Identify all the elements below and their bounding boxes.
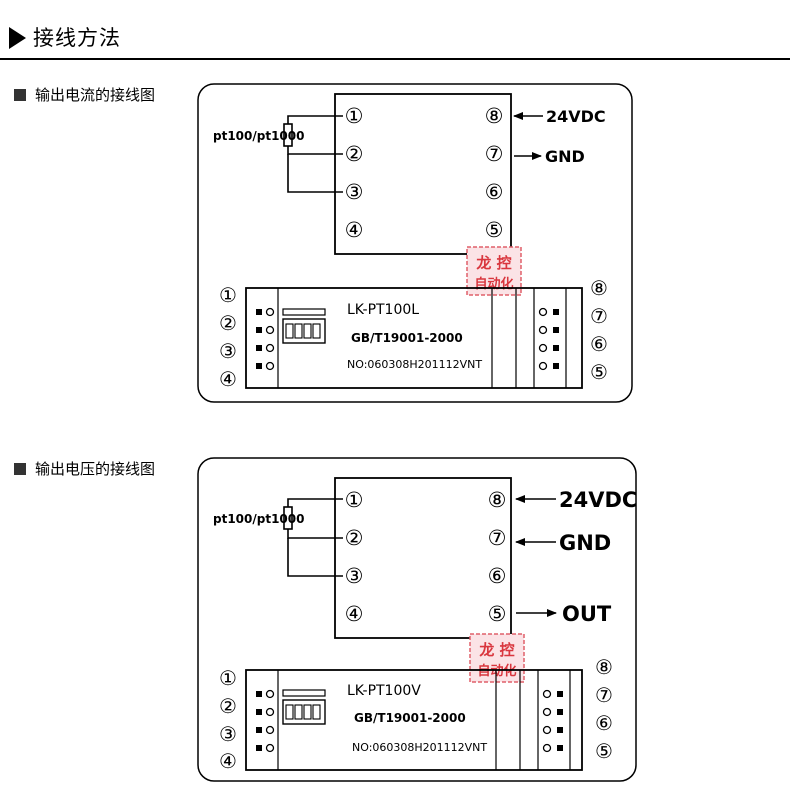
terminal-4: ④ — [345, 218, 364, 242]
sensor-label: pt100/pt1000 — [213, 512, 304, 526]
supply-label: 24VDC — [546, 107, 606, 126]
brand-watermark: 龙 控 自动化 — [469, 633, 525, 683]
sensor-resistor — [283, 123, 293, 147]
module-pin-2: ② — [219, 694, 237, 718]
diagram-voltage-output: ① ② ③ ④ ⑧ ⑦ ⑥ ⑤ pt100/pt1000 24VDC GND O… — [197, 457, 637, 782]
dip-switch-icon — [282, 689, 326, 725]
module-standard: GB/T19001-2000 — [354, 711, 466, 725]
module-model: LK-PT100L — [347, 302, 419, 318]
terminal-box — [334, 93, 512, 255]
sensor-resistor — [283, 506, 293, 530]
svg-text:龙 控: 龙 控 — [478, 641, 514, 659]
terminal-7: ⑦ — [488, 526, 507, 550]
terminal-7: ⑦ — [485, 142, 504, 166]
module-right-terminals — [538, 307, 559, 371]
terminal-6: ⑥ — [485, 180, 504, 204]
module-pin-4: ④ — [219, 367, 237, 391]
header-divider — [0, 58, 790, 60]
module-pin-8: ⑧ — [590, 276, 608, 300]
dip-switch-icon — [282, 308, 326, 344]
terminal-2: ② — [345, 526, 364, 550]
terminal-1: ① — [345, 104, 364, 128]
page-header: 接线方法 — [0, 0, 790, 60]
terminal-5: ⑤ — [485, 218, 504, 242]
svg-text:自动化: 自动化 — [477, 663, 516, 679]
module-serial: NO:060308H201112VNT — [347, 358, 482, 371]
sensor-wiring — [287, 115, 343, 193]
module-pin-2: ② — [219, 311, 237, 335]
section-label-voltage: 输出电压的接线图 — [14, 459, 155, 479]
gnd-label: GND — [559, 531, 611, 555]
terminal-8: ⑧ — [485, 104, 504, 128]
sensor-label: pt100/pt1000 — [213, 129, 304, 143]
triangle-bullet-icon — [9, 27, 26, 49]
square-bullet-icon — [14, 89, 26, 101]
terminal-3: ③ — [345, 180, 364, 204]
panel-frame — [197, 457, 637, 782]
module-pin-8: ⑧ — [595, 655, 613, 679]
terminal-4: ④ — [345, 602, 364, 626]
module-pin-5: ⑤ — [595, 739, 613, 763]
module-pin-3: ③ — [219, 339, 237, 363]
out-label: OUT — [562, 602, 612, 626]
transmitter-module — [245, 287, 583, 389]
diagram-current-output: ① ② ③ ④ ⑧ ⑦ ⑥ ⑤ pt100/pt1000 24VDC GND 龙… — [197, 83, 633, 403]
module-serial: NO:060308H201112VNT — [352, 741, 487, 754]
sensor-wiring — [287, 498, 343, 577]
module-standard: GB/T19001-2000 — [351, 331, 463, 345]
module-pin-5: ⑤ — [590, 360, 608, 384]
module-pin-3: ③ — [219, 722, 237, 746]
svg-text:自动化: 自动化 — [474, 276, 513, 292]
module-right-terminals — [542, 689, 563, 753]
section-label-current: 输出电流的接线图 — [14, 85, 155, 105]
terminal-1: ① — [345, 488, 364, 512]
terminal-5: ⑤ — [488, 602, 507, 626]
module-pin-7: ⑦ — [590, 304, 608, 328]
terminal-3: ③ — [345, 564, 364, 588]
svg-text:龙 控: 龙 控 — [475, 254, 511, 272]
module-pin-4: ④ — [219, 749, 237, 773]
module-pin-7: ⑦ — [595, 683, 613, 707]
terminal-2: ② — [345, 142, 364, 166]
module-pin-6: ⑥ — [590, 332, 608, 356]
module-model: LK-PT100V — [347, 683, 421, 699]
module-left-terminals — [256, 689, 275, 753]
terminal-6: ⑥ — [488, 564, 507, 588]
square-bullet-icon — [14, 463, 26, 475]
terminal-8: ⑧ — [488, 488, 507, 512]
module-pin-1: ① — [219, 283, 237, 307]
page-title: 接线方法 — [33, 26, 121, 50]
transmitter-module — [245, 669, 583, 771]
module-pin-6: ⑥ — [595, 711, 613, 735]
terminal-box — [334, 477, 512, 639]
gnd-label: GND — [545, 147, 585, 166]
brand-watermark: 龙 控 自动化 — [466, 246, 522, 296]
module-pin-1: ① — [219, 666, 237, 690]
supply-label: 24VDC — [559, 488, 637, 512]
module-left-terminals — [256, 307, 275, 371]
panel-frame — [197, 83, 633, 403]
